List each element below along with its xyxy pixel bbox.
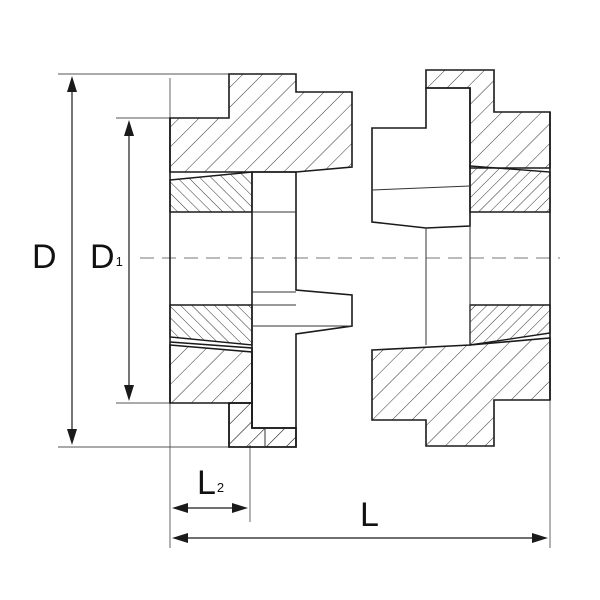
label-l: L <box>360 496 379 534</box>
left-hub <box>169 73 353 448</box>
right-hub-upper-section <box>425 69 551 169</box>
dimension-l2 <box>172 503 248 513</box>
dimension-l <box>172 533 548 543</box>
right-hub-upper-bushing <box>469 165 551 213</box>
label-d1-subscript: 1 <box>115 254 123 269</box>
label-d: D <box>32 238 57 276</box>
left-hub-upper-bushing <box>169 171 253 213</box>
left-hub-lower-bushing <box>169 304 253 346</box>
dimension-d <box>67 76 77 445</box>
left-hub-upper-section <box>169 73 353 173</box>
label-d1: D1 <box>90 238 123 276</box>
label-l2: L2 <box>197 464 225 502</box>
dimension-d1 <box>124 120 134 401</box>
right-hub <box>371 69 551 447</box>
right-hub-lower-section <box>371 337 551 447</box>
label-l2-subscript: 2 <box>216 480 225 495</box>
